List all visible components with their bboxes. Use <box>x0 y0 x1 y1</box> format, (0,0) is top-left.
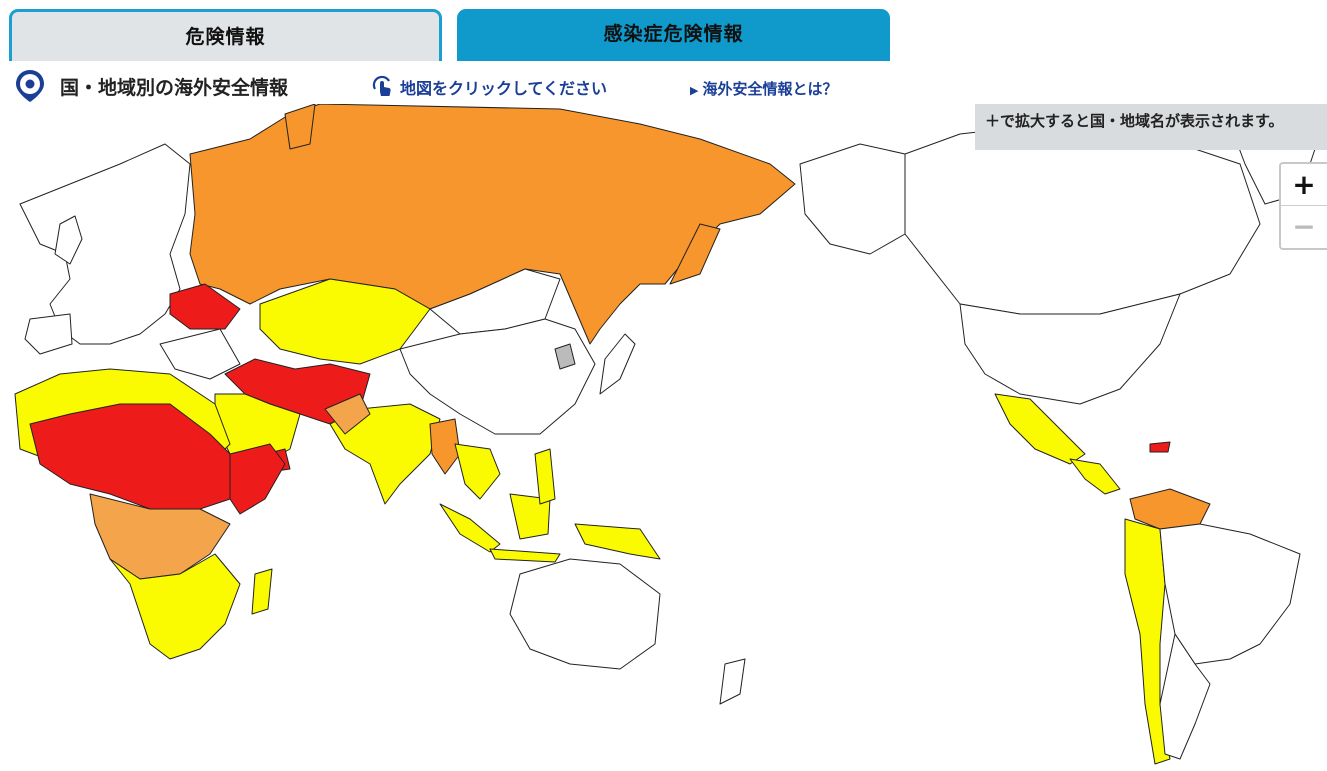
zoom-hint-banner: ＋で拡大すると国・地域名が表示されます。 <box>975 104 1327 150</box>
japan[interactable] <box>599 333 636 395</box>
zoom-control: + − <box>1279 162 1327 250</box>
alaska[interactable] <box>799 143 906 255</box>
myanmar[interactable] <box>429 418 461 475</box>
about-safety-info-link[interactable]: ▶海外安全情報とは？ <box>690 78 837 99</box>
about-link-text: 海外安全情報とは？ <box>702 80 838 98</box>
new-guinea[interactable] <box>574 523 661 560</box>
southern-cone[interactable] <box>1159 633 1211 760</box>
russia-north-island[interactable] <box>284 104 316 150</box>
mexico[interactable] <box>994 393 1086 465</box>
tab-danger-info[interactable]: 危険情報 <box>9 9 442 61</box>
iberia-region[interactable] <box>24 313 73 355</box>
map-pin-icon <box>16 70 44 102</box>
horn-of-africa[interactable] <box>229 443 286 515</box>
russia-kamchatka[interactable] <box>669 223 721 285</box>
europe-region[interactable] <box>19 143 191 345</box>
indonesia-sumatra[interactable] <box>439 503 501 553</box>
mediterranean-east[interactable] <box>159 328 241 380</box>
zoom-in-button[interactable]: + <box>1281 164 1327 206</box>
link-arrow-icon: ▶ <box>690 84 699 97</box>
borneo[interactable] <box>509 493 551 540</box>
brazil[interactable] <box>1159 523 1301 665</box>
central-america[interactable] <box>1069 458 1121 495</box>
canada[interactable] <box>904 123 1261 315</box>
thailand-indochina[interactable] <box>454 443 501 500</box>
philippines[interactable] <box>534 448 556 505</box>
uk-region[interactable] <box>54 215 83 265</box>
russia[interactable] <box>189 104 796 345</box>
india[interactable] <box>329 403 441 505</box>
page-title: 国・地域別の海外安全情報 <box>60 76 289 99</box>
tab-infection-label: 感染症危険情報 <box>603 23 744 45</box>
tab-infection-info[interactable]: 感染症危険情報 <box>457 9 890 61</box>
zoom-out-button[interactable]: − <box>1292 210 1316 243</box>
world-map[interactable] <box>0 104 1327 771</box>
southern-africa[interactable] <box>109 553 241 660</box>
korea-grey[interactable] <box>554 343 576 370</box>
haiti[interactable] <box>1149 441 1171 453</box>
indonesia-java[interactable] <box>489 548 561 563</box>
madagascar[interactable] <box>251 568 273 615</box>
tab-danger-label: 危険情報 <box>185 26 266 48</box>
world-map-svg[interactable] <box>0 104 1327 771</box>
tap-hand-icon <box>372 75 391 96</box>
usa[interactable] <box>959 293 1181 405</box>
china[interactable] <box>399 318 596 435</box>
page-headline: 国・地域別の海外安全情報 <box>12 68 288 104</box>
australia[interactable] <box>509 558 661 670</box>
africa-central-orange[interactable] <box>89 493 231 580</box>
new-zealand[interactable] <box>719 658 746 705</box>
pakistan[interactable] <box>324 393 371 435</box>
venezuela-colombia[interactable] <box>1129 488 1211 530</box>
click-hint: 地図をクリックしてください <box>370 74 607 100</box>
ukraine[interactable] <box>169 283 241 330</box>
click-hint-text: 地図をクリックしてください <box>400 79 608 98</box>
